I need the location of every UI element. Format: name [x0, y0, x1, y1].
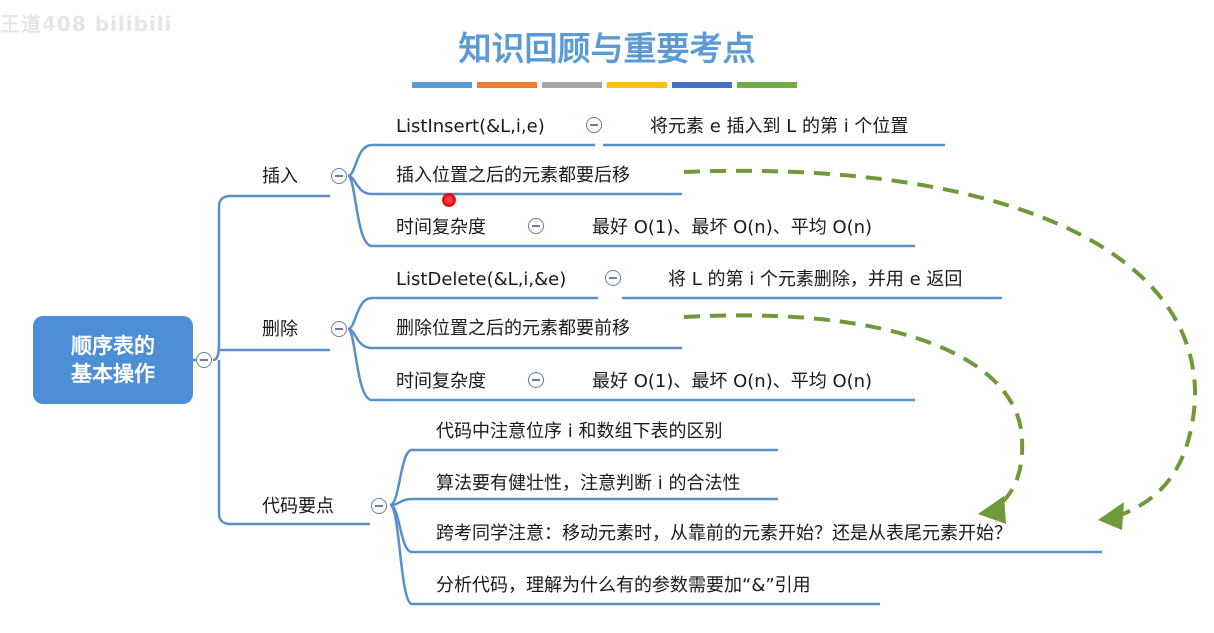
connector-code	[217, 360, 238, 526]
title-color-bar	[672, 82, 732, 88]
connector-insert	[212, 194, 238, 362]
title-color-bar	[542, 82, 602, 88]
code-point-4: 分析代码，理解为什么有的参数需要加“&”引用	[436, 575, 811, 596]
insert-complexity: 时间复杂度	[396, 217, 486, 238]
page-title: 知识回顾与重要考点	[458, 29, 756, 68]
root-label-line1: 顺序表的	[71, 334, 155, 358]
root-node[interactable]: 顺序表的 基本操作	[33, 316, 193, 404]
code-point-3: 跨考同学注意：移动元素时，从靠前的元素开始？还是从表尾元素开始？	[436, 523, 1012, 544]
delete-complexity-desc: 最好 O(1)、最坏 O(n)、平均 O(n)	[592, 371, 873, 392]
code-point-1: 代码中注意位序 i 和数组下表的区别	[436, 421, 723, 442]
delete-func: ListDelete(&L,i,&e)	[396, 269, 567, 290]
collapse-delete-icon[interactable]	[331, 321, 347, 337]
title-color-bar	[737, 82, 797, 88]
collapse-insert-icon[interactable]	[331, 168, 347, 184]
title-color-bar	[412, 82, 472, 88]
branch-insert-label: 插入	[262, 166, 298, 187]
collapse-insert-func-icon[interactable]	[586, 117, 602, 133]
collapse-delete-complexity-icon[interactable]	[528, 372, 544, 388]
dashed-arrow-delete	[683, 313, 1025, 510]
delete-move: 删除位置之后的元素都要前移	[396, 318, 630, 339]
title-color-bar	[477, 82, 537, 88]
code-point-2: 算法要有健壮性，注意判断 i 的合法性	[436, 473, 741, 494]
arrowhead-insert	[1098, 502, 1124, 530]
insert-func: ListInsert(&L,i,e)	[396, 116, 545, 137]
collapse-insert-complexity-icon[interactable]	[528, 218, 544, 234]
root-label-line2: 基本操作	[71, 362, 155, 386]
delete-complexity: 时间复杂度	[396, 371, 486, 392]
watermark: 王道408 bilibili	[0, 12, 173, 36]
delete-func-desc: 将 L 的第 i 个元素删除，并用 e 返回	[668, 269, 963, 290]
insert-func-desc: 将元素 e 插入到 L 的第 i 个位置	[650, 116, 909, 137]
arrowhead-delete	[978, 496, 1006, 524]
pointer-cursor-icon	[442, 193, 456, 207]
title-color-bar	[607, 82, 667, 88]
branch-code-label: 代码要点	[262, 496, 334, 517]
collapse-root-icon[interactable]	[196, 352, 212, 368]
collapse-code-icon[interactable]	[371, 498, 387, 514]
insert-complexity-desc: 最好 O(1)、最坏 O(n)、平均 O(n)	[592, 217, 873, 238]
dashed-arrow-insert	[683, 168, 1198, 518]
branch-delete-label: 删除	[262, 319, 298, 340]
collapse-delete-func-icon[interactable]	[605, 270, 621, 286]
insert-move: 插入位置之后的元素都要后移	[396, 165, 630, 186]
